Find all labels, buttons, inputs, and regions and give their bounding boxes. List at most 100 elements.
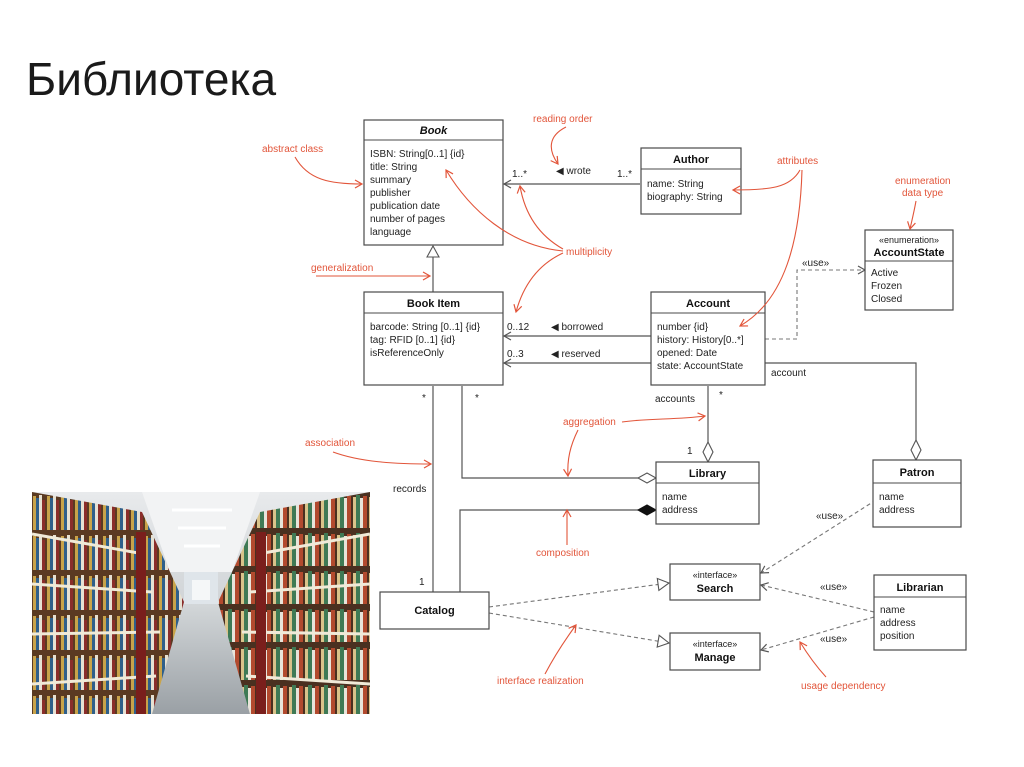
slide-title: Библиотека: [26, 53, 277, 105]
catalog-one: 1: [419, 577, 425, 588]
annotation-attributes-arrow-author: [731, 169, 801, 195]
annotation-attributes-arrow-account: [738, 169, 803, 327]
class-book-item-attr: isReferenceOnly: [370, 348, 444, 359]
photo-illustration: [32, 492, 370, 714]
wrote-mult-book: 1..*: [512, 169, 527, 180]
class-account-state: «enumeration» AccountState Active Frozen…: [864, 229, 954, 311]
annotation-enumeration: enumeration: [895, 176, 951, 187]
annotation-data-type: data type: [902, 188, 944, 199]
class-library-attr: address: [662, 505, 698, 516]
class-book: Book ISBN: String[0..1] {id} title: Stri…: [363, 119, 504, 246]
class-patron: Patron name address: [872, 459, 962, 528]
library-catalog-diamond: [636, 504, 658, 516]
class-author-attr: biography: String: [647, 192, 723, 203]
annotation-multiplicity-arrow-3: [513, 252, 564, 314]
use-patron-label: «use»: [816, 511, 844, 522]
annotation-enumeration-arrow: [907, 200, 917, 231]
bookitem-star-left: *: [422, 393, 426, 404]
library-bookitem-diamond: [636, 472, 658, 484]
accounts-star: *: [719, 390, 723, 401]
annotation-composition: composition: [536, 548, 589, 559]
library-one: 1: [687, 446, 693, 457]
class-account-attr: state: AccountState: [657, 361, 744, 372]
class-author: Author name: String biography: String: [640, 147, 742, 215]
class-book-attr: number of pages: [370, 214, 445, 225]
class-patron-attr: address: [879, 505, 915, 516]
annotation-interface-realization-arrow: [544, 624, 577, 675]
class-book-item-attr: tag: RFID [0..1] {id}: [370, 335, 456, 346]
reserved-label: ◀ reserved: [551, 349, 600, 360]
interface-manage: «interface» Manage: [669, 632, 761, 671]
patron-diamond: [910, 438, 922, 462]
class-book-attr: publication date: [370, 201, 440, 212]
account-patron-aggregation-line: [765, 362, 917, 440]
class-account-state-stereotype: «enumeration»: [879, 235, 939, 245]
class-patron-name: Patron: [900, 467, 935, 479]
class-librarian-attr: address: [880, 618, 916, 629]
wrote-mult-author: 1..*: [617, 169, 632, 180]
class-account-state-literal: Active: [871, 268, 899, 279]
account-role-label: account: [771, 368, 806, 379]
wrote-label: ◀ wrote: [556, 166, 591, 177]
use-search-label: «use»: [820, 582, 848, 593]
annotation-abstract-class: abstract class: [262, 144, 323, 155]
reserved-mult: 0..3: [507, 349, 524, 360]
class-library: Library name address: [655, 461, 760, 525]
annotation-usage-dependency: usage dependency: [801, 681, 886, 692]
records-role-label: records: [393, 484, 426, 495]
class-book-attr: publisher: [370, 188, 411, 199]
borrowed-label: ◀ borrowed: [551, 322, 603, 333]
class-book-item-name: Book Item: [407, 298, 460, 310]
annotation-reading-order-arrow: [550, 126, 567, 165]
class-library-attr: name: [662, 492, 687, 503]
class-book-attr: title: String: [370, 162, 417, 173]
accounts-role-label: accounts: [655, 394, 695, 405]
annotation-reading-order: reading order: [533, 114, 593, 125]
library-bookshelves-photo: [32, 492, 370, 714]
bookitem-library-aggregation-line: [461, 386, 638, 479]
interface-search: «interface» Search: [669, 563, 761, 601]
annotation-aggregation: aggregation: [563, 417, 616, 428]
class-account-state-name: AccountState: [874, 247, 945, 259]
annotation-attributes: attributes: [777, 156, 818, 167]
annotation-interface-realization: interface realization: [497, 676, 584, 687]
interface-manage-stereotype: «interface»: [693, 639, 738, 649]
interface-search-name: Search: [697, 583, 734, 595]
bookitem-star-right: *: [475, 393, 479, 404]
librarian-search-use-line: [759, 582, 875, 613]
class-librarian-attr: name: [880, 605, 905, 616]
manage-realization-line: [488, 612, 671, 648]
class-account-attr: history: History[0..*]: [657, 335, 744, 346]
class-book-name: Book: [420, 125, 448, 137]
class-book-attr: summary: [370, 175, 411, 186]
library-account-diamond: [702, 440, 714, 464]
annotation-association-arrow: [332, 451, 433, 469]
class-book-item-attr: barcode: String [0..1] {id}: [370, 322, 481, 333]
annotation-aggregation-arrow-1: [563, 429, 579, 478]
librarian-manage-use-line: [759, 616, 875, 653]
annotation-association: association: [305, 438, 355, 449]
use-enum-dependency-line: [765, 265, 867, 340]
class-catalog-name: Catalog: [414, 605, 454, 617]
annotation-generalization: generalization: [311, 263, 373, 274]
search-realization-line: [488, 577, 671, 608]
annotation-usage-dependency-arrow: [799, 640, 827, 678]
annotation-abstract-class-arrow: [294, 156, 364, 189]
class-book-item: Book Item barcode: String [0..1] {id} ta…: [363, 291, 504, 386]
annotation-multiplicity-arrow-1: [445, 168, 564, 252]
class-account-attr: opened: Date: [657, 348, 717, 359]
annotation-aggregation-arrow-2: [621, 412, 707, 423]
class-account-state-literal: Frozen: [871, 281, 902, 292]
class-book-attr: language: [370, 227, 412, 238]
class-account: Account number {id} history: History[0..…: [650, 291, 766, 386]
class-book-attr: ISBN: String[0..1] {id}: [370, 149, 465, 160]
use-manage-label: «use»: [820, 634, 848, 645]
class-catalog: Catalog: [379, 591, 490, 630]
class-patron-attr: name: [879, 492, 904, 503]
annotation-multiplicity: multiplicity: [566, 247, 612, 258]
class-library-name: Library: [689, 468, 727, 480]
borrowed-mult: 0..12: [507, 322, 530, 333]
interface-manage-name: Manage: [695, 652, 736, 664]
patron-search-use-line: [759, 499, 877, 574]
